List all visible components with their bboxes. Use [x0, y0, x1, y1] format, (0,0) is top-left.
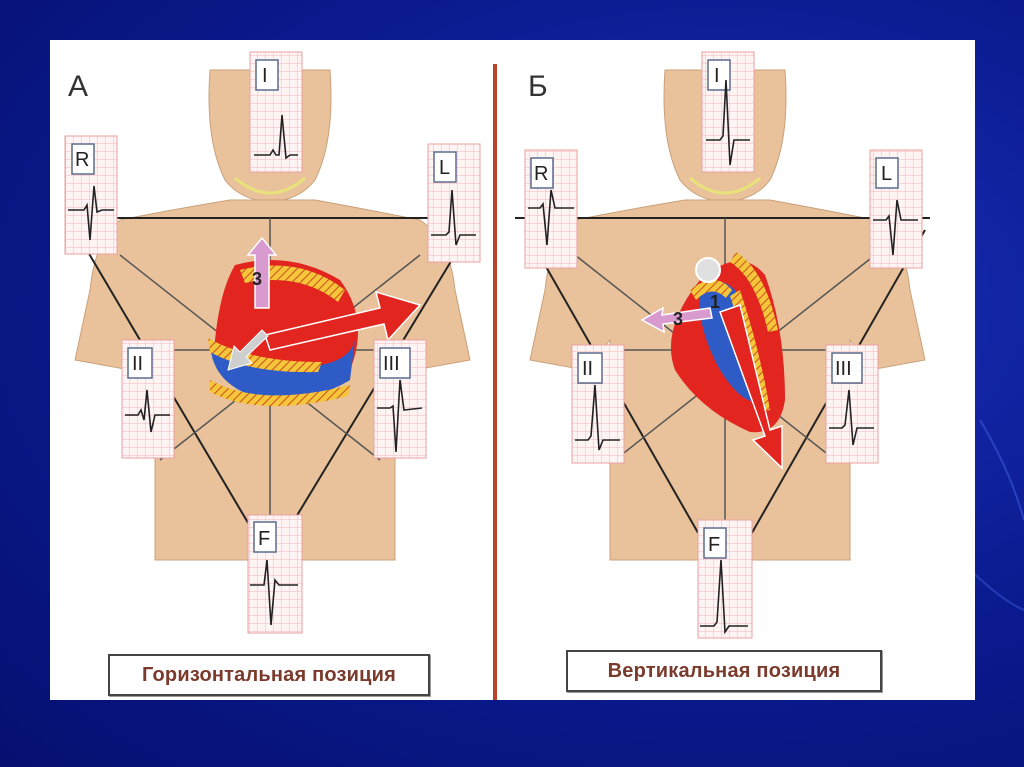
svg-text:III: III — [383, 353, 400, 375]
svg-text:II: II — [132, 353, 143, 375]
caption-horizontal-position: Горизонтальная позиция — [108, 654, 430, 696]
vector-main-right — [719, 304, 783, 470]
vector-label-3: 3 — [252, 269, 262, 289]
svg-text:F: F — [708, 534, 720, 556]
lead-L-left: L — [427, 143, 481, 263]
svg-text:I: I — [714, 65, 720, 87]
lead-L-right: L — [869, 149, 923, 269]
svg-text:II: II — [582, 358, 593, 380]
lead-I-right: I — [701, 51, 755, 173]
lead-II-right: II — [571, 344, 625, 464]
vector-label-1: 1 — [710, 292, 720, 312]
lead-R-left: R — [64, 135, 118, 255]
vector-main-left — [264, 290, 422, 351]
svg-text:L: L — [439, 157, 450, 179]
svg-text:III: III — [835, 358, 852, 380]
svg-text:L: L — [881, 163, 892, 185]
lead-III-right: III — [825, 344, 879, 464]
diagram-panel: 3 I R L II — [50, 40, 975, 700]
section-letter-a: А — [68, 70, 89, 103]
lead-I-left: I — [249, 51, 303, 173]
panel-divider — [493, 64, 497, 700]
lead-II-left: II — [121, 339, 175, 459]
svg-text:R: R — [75, 149, 89, 171]
section-letter-b: Б — [528, 70, 548, 103]
vector-3-left: 3 — [246, 236, 278, 309]
lead-III-left: III — [373, 339, 427, 459]
lead-R-right: R — [524, 149, 578, 269]
heart-horizontal — [208, 260, 358, 407]
svg-text:F: F — [258, 528, 270, 550]
svg-text:R: R — [534, 163, 548, 185]
lead-F-right: F — [697, 519, 753, 639]
vector-1-right: 1 — [695, 257, 721, 312]
vector-small-left — [227, 329, 269, 371]
caption-vertical-position: Вертикальная позиция — [566, 650, 882, 692]
vector-label-3: 3 — [673, 309, 683, 329]
svg-text:I: I — [262, 65, 268, 87]
vector-3-right: 3 — [640, 306, 713, 334]
lead-F-left: F — [247, 514, 303, 634]
ecg-axis-diagram: 3 I R L II — [64, 51, 930, 639]
